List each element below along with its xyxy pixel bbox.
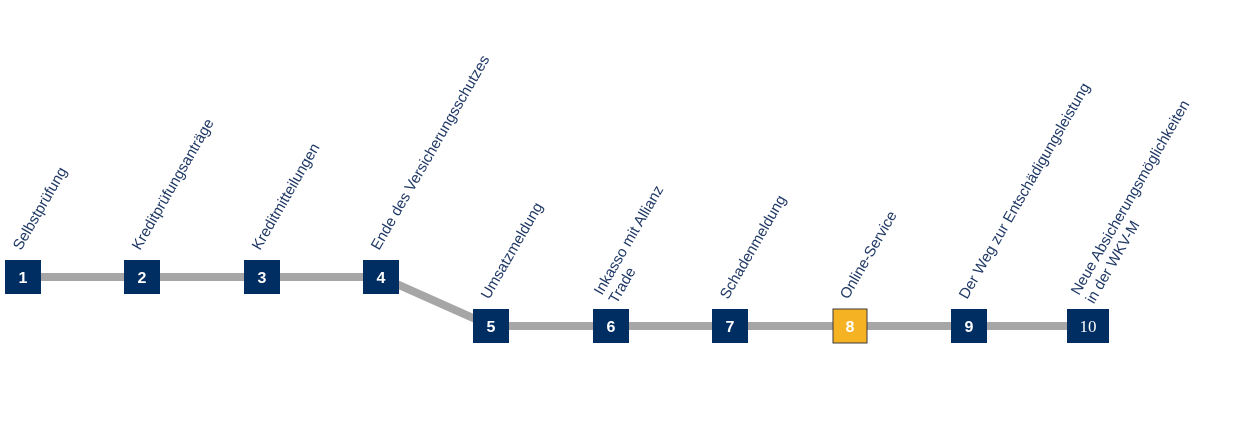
step-number: 5 (487, 319, 496, 336)
step-label: Inkasso mit AllianzTrade (591, 183, 682, 307)
step-box[interactable] (244, 260, 280, 294)
step-label: Ende des Versicherungsschutzes (368, 52, 494, 253)
step-label-line: Umsatzmeldung (478, 200, 547, 302)
step-number: 1 (19, 270, 28, 287)
step-9[interactable]: 9 Der Weg zur Entschädigungsleistung (951, 80, 1094, 343)
step-label-line: Selbstprüfung (10, 164, 71, 253)
step-label-line: Ende des Versicherungsschutzes (368, 52, 494, 253)
step-number: 10 (1080, 317, 1097, 336)
step-number: 3 (258, 270, 267, 287)
step-box[interactable] (473, 309, 509, 343)
step-box[interactable] (1067, 309, 1109, 343)
step-label-line: Neue Absicherungsmöglichkeiten (1068, 97, 1194, 298)
step-label: Neue Absicherungsmöglichkeitenin der WKV… (1068, 97, 1208, 306)
step-number: 7 (726, 319, 735, 336)
step-label-line: Kreditprüfungsanträge (129, 116, 218, 253)
step-6[interactable]: 6 Inkasso mit AllianzTrade (591, 183, 682, 343)
step-box-active[interactable] (832, 308, 868, 344)
step-number: 4 (377, 270, 386, 287)
step-label: Umsatzmeldung (478, 200, 547, 302)
step-4[interactable]: 4 Ende des Versicherungsschutzes (363, 52, 493, 294)
step-label: Kreditmitteilungen (249, 141, 324, 253)
step-box[interactable] (712, 309, 748, 343)
step-box[interactable] (951, 309, 987, 343)
step-label: Online-Service (837, 208, 901, 302)
step-number: 2 (138, 270, 147, 287)
step-label: Schadenmeldung (717, 192, 790, 302)
step-label-line: Online-Service (837, 208, 901, 302)
timeline-steps: 1 Selbstprüfung 2 Kreditprüfungsanträge 3 Kre… (5, 52, 1208, 344)
step-label: Kreditprüfungsanträge (129, 116, 218, 253)
step-label-line: Schadenmeldung (717, 192, 790, 302)
step-box[interactable] (5, 260, 41, 294)
step-label: Selbstprüfung (10, 164, 71, 253)
step-3[interactable]: 3 Kreditmitteilungen (244, 141, 324, 294)
step-number: 9 (965, 319, 974, 336)
step-number: 6 (607, 319, 616, 336)
timeline-connector-line (23, 273, 1088, 330)
step-5[interactable]: 5 Umsatzmeldung (473, 200, 547, 343)
step-label: Der Weg zur Entschädigungsleistung (956, 80, 1094, 302)
step-2[interactable]: 2 Kreditprüfungsanträge (124, 116, 218, 294)
step-number: 8 (846, 319, 855, 336)
timeline-track (23, 273, 1088, 330)
step-box[interactable] (124, 260, 160, 294)
step-label-line: Kreditmitteilungen (249, 141, 324, 253)
step-7[interactable]: 7 Schadenmeldung (712, 192, 790, 343)
step-10[interactable]: 10 Neue Absicherungsmöglichkeitenin der W… (1067, 97, 1208, 343)
step-label-line: Der Weg zur Entschädigungsleistung (956, 80, 1094, 302)
step-box[interactable] (593, 309, 629, 343)
step-box[interactable] (363, 260, 399, 294)
